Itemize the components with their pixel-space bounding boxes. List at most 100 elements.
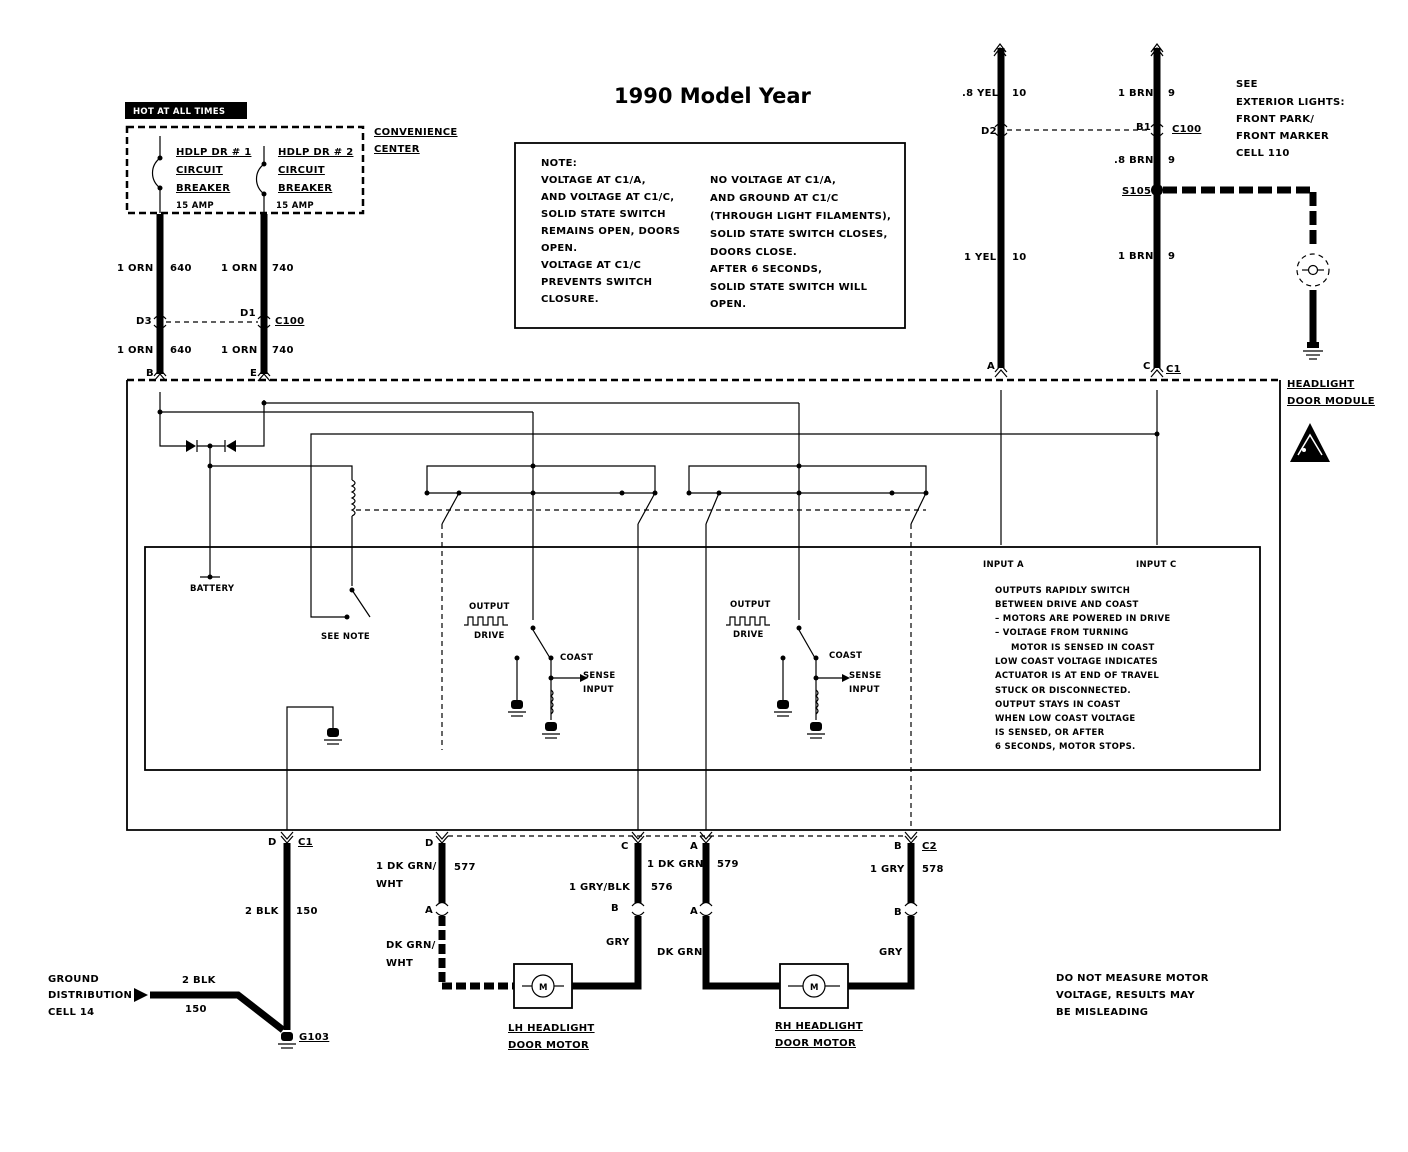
wire-576-number: 576 (651, 882, 673, 893)
wire-gry-rh (848, 916, 915, 990)
pin-a-c2: A (690, 841, 698, 852)
svg-text:(THROUGH LIGHT FILAMENTS),: (THROUGH LIGHT FILAMENTS), (710, 211, 891, 222)
wire-740-number-bottom: 740 (272, 345, 294, 356)
connector-d1 (257, 314, 271, 330)
splice-s105 (1151, 184, 1163, 196)
coast1-label: COAST (560, 653, 593, 663)
wire-lh-gry: GRY (606, 937, 630, 948)
pin-a-lh: A (425, 905, 433, 916)
ground-g103-label: G103 (299, 1032, 329, 1043)
wire-150-color-2: 2 BLK (182, 975, 217, 986)
pin-d3: D3 (136, 316, 152, 327)
svg-text:OPEN.: OPEN. (710, 299, 746, 310)
wire-dk-grn-wht-lh (438, 916, 514, 990)
wire-dk-grn-rh (702, 916, 780, 990)
svg-text:OUTPUT STAYS IN COAST: OUTPUT STAYS IN COAST (995, 700, 1120, 710)
svg-text:AND VOLTAGE AT C1/C,: AND VOLTAGE AT C1/C, (541, 192, 674, 203)
convenience-center-box (125, 125, 365, 215)
svg-text:EXTERIOR LIGHTS:: EXTERIOR LIGHTS: (1236, 97, 1345, 108)
pin-e-arrow (257, 368, 271, 382)
svg-text:VOLTAGE AT C1/A,: VOLTAGE AT C1/A, (541, 175, 646, 186)
wire-579-number: 579 (717, 859, 739, 870)
breaker1-line2: CIRCUIT (176, 165, 223, 176)
wire-576-color: 1 GRY/BLK (569, 882, 631, 893)
battery-label: BATTERY (190, 584, 235, 594)
pin-a-arrow (994, 364, 1008, 378)
connector-d3 (153, 314, 167, 330)
module-label-1: HEADLIGHT (1287, 379, 1354, 390)
ground-icon-module-3 (542, 722, 560, 739)
svg-text:NOTE:: NOTE: (541, 158, 577, 169)
wire-10-color-bottom: 1 YEL (964, 252, 997, 263)
drive1-label: DRIVE (474, 631, 505, 641)
module-label-2: DOOR MODULE (1287, 396, 1375, 407)
page-title: 1990 Model Year (614, 84, 812, 108)
wire-640-number-top: 640 (170, 263, 192, 274)
rh-motor-icon: M (779, 963, 849, 1009)
rh-motor-label-1: RH HEADLIGHT (775, 1021, 863, 1032)
park-lamp-icon (1296, 253, 1330, 287)
wire-10-color-top: .8 YEL (962, 88, 999, 99)
wire-150-color: 2 BLK (245, 906, 280, 917)
breaker1-line3: BREAKER (176, 183, 230, 194)
connector-c2: C2 (922, 841, 937, 852)
svg-text:PREVENTS SWITCH: PREVENTS SWITCH (541, 277, 652, 288)
sense2-label-2: INPUT (849, 685, 880, 695)
pin-d2: D2 (981, 126, 997, 137)
svg-text:M: M (539, 983, 548, 993)
svg-text:DOORS CLOSE.: DOORS CLOSE. (710, 247, 797, 258)
svg-text:BETWEEN DRIVE AND COAST: BETWEEN DRIVE AND COAST (995, 600, 1139, 610)
svg-text:IS SENSED, OR AFTER: IS SENSED, OR AFTER (995, 728, 1105, 738)
breaker2-line1: HDLP DR # 2 (278, 147, 353, 158)
svg-text:CELL 14: CELL 14 (48, 1007, 94, 1018)
svg-text:LOW COAST VOLTAGE INDICATES: LOW COAST VOLTAGE INDICATES (995, 657, 1158, 667)
circuit-breaker-1 (151, 136, 163, 213)
svg-text:M: M (810, 983, 819, 993)
breaker1-amps: 15 AMP (176, 201, 214, 211)
wire-740-number-top: 740 (272, 263, 294, 274)
headlight-door-module-box (126, 380, 1281, 831)
bottom-connector-arrows (280, 831, 918, 844)
bottom-warning-note: DO NOT MEASURE MOTOR VOLTAGE, RESULTS MA… (1056, 973, 1209, 1018)
input-a-label: INPUT A (983, 560, 1024, 570)
ground-icon-module-2 (508, 700, 526, 717)
circuit-breaker-2 (255, 146, 267, 213)
svg-text:FRONT MARKER: FRONT MARKER (1236, 131, 1329, 142)
svg-text:STUCK OR DISCONNECTED.: STUCK OR DISCONNECTED. (995, 686, 1131, 696)
pin-b1: B1 (1136, 122, 1151, 133)
connector-c100-left: C100 (275, 316, 304, 327)
coast2-label: COAST (829, 651, 862, 661)
connector-rh-a (699, 901, 713, 917)
lh-motor-label-2: DOOR MOTOR (508, 1040, 589, 1051)
svg-text:SOLID STATE SWITCH CLOSES,: SOLID STATE SWITCH CLOSES, (710, 229, 888, 240)
wire-577-number: 577 (454, 862, 476, 873)
pin-c-top: C (1143, 361, 1151, 372)
output1-label: OUTPUT (469, 602, 510, 612)
output2-label: OUTPUT (730, 600, 771, 610)
svg-text:FRONT PARK/: FRONT PARK/ (1236, 114, 1314, 125)
note-left-text: NOTE: VOLTAGE AT C1/A, AND VOLTAGE AT C1… (541, 158, 680, 305)
input-c-label: INPUT C (1136, 560, 1177, 570)
svg-text:MOTOR IS SENSED IN COAST: MOTOR IS SENSED IN COAST (1011, 643, 1155, 653)
ground-distribution-text: GROUND DISTRIBUTION CELL 14 (48, 974, 132, 1018)
connector-lh-b (631, 901, 645, 917)
see-exterior-lights-text: SEE EXTERIOR LIGHTS: FRONT PARK/ FRONT M… (1236, 79, 1345, 159)
wire-9-color-mid: .8 BRN (1114, 155, 1154, 166)
wire-9-number-mid: 9 (1168, 155, 1175, 166)
connector-c1-top: C1 (1166, 364, 1181, 375)
svg-text:6 SECONDS, MOTOR STOPS.: 6 SECONDS, MOTOR STOPS. (995, 742, 1136, 752)
svg-text:ACTUATOR IS AT END OF TRAVEL: ACTUATOR IS AT END OF TRAVEL (995, 671, 1159, 681)
wire-640-color-bottom: 1 ORN (117, 345, 154, 356)
connector-c100-right: C100 (1172, 124, 1201, 135)
convenience-center-label-2: CENTER (374, 144, 420, 155)
svg-text:BE MISLEADING: BE MISLEADING (1056, 1007, 1148, 1018)
wire-rh-gry: GRY (879, 947, 903, 958)
hot-label: HOT AT ALL TIMES (133, 107, 225, 117)
svg-text:– MOTORS ARE POWERED IN DRIVE: – MOTORS ARE POWERED IN DRIVE (995, 614, 1171, 624)
svg-text:DO NOT MEASURE MOTOR: DO NOT MEASURE MOTOR (1056, 973, 1209, 984)
wire-lh-dk-grn-1: DK GRN/ (386, 940, 436, 951)
lamp-ground-icon (1303, 342, 1323, 360)
wire-10-number-bottom: 10 (1012, 252, 1027, 263)
wire-577-color-1: 1 DK GRN/ (376, 861, 437, 872)
wire-740-color-bottom: 1 ORN (221, 345, 258, 356)
